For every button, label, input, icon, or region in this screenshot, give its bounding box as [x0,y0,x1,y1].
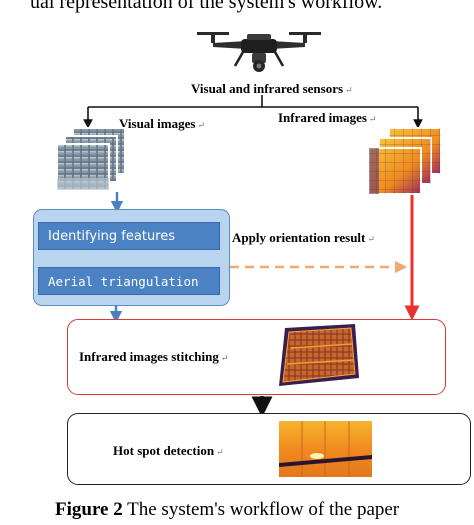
infrared-images-label: Infrared images↵ [278,110,377,125]
stitching-box [67,319,446,395]
visual-images-label: Visual images↵ [119,116,205,131]
hotspot-infrared-image [279,421,372,477]
stitched-infrared-mosaic [279,324,359,386]
identifying-features-box: Identifying features [38,222,220,250]
sensors-label: Visual and infrared sensors↵ [191,81,353,96]
figure-caption: Figure 2 The system's workflow of the pa… [55,499,400,520]
visual-image-stack [57,127,126,191]
infrared-image-stack [368,127,442,195]
apply-orientation-label: Apply orientation result↵ [232,230,375,245]
top-caption: ual representation of the system's workf… [30,0,383,13]
hotspot-label: Hot spot detection↵ [113,443,224,458]
processing-panel: Identifying features Aerial triangulatio… [33,209,230,306]
hotspot-box [67,413,471,485]
aerial-triangulation-box: Aerial triangulation [38,267,220,295]
stitching-label: Infrared images stitching↵ [79,349,229,364]
drone-icon [197,32,321,72]
